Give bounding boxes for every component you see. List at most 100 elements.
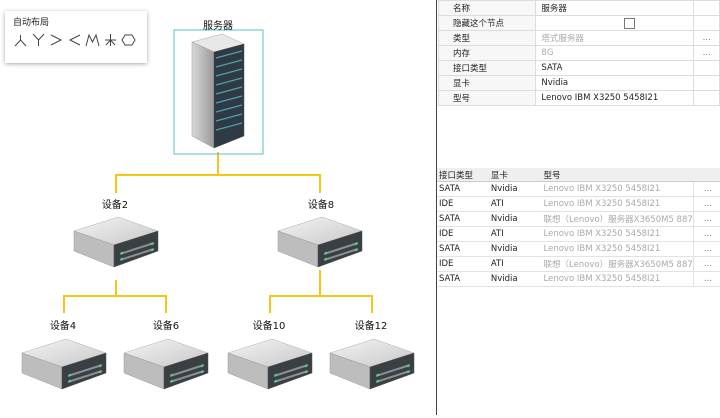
link-device2-device6 <box>116 295 167 313</box>
grid-ellipsis-button[interactable]: ... <box>692 211 720 227</box>
layout-circle-icon[interactable] <box>121 33 136 47</box>
server-box-icon-device2[interactable] <box>73 216 159 268</box>
grid-cell-model[interactable]: 联想（Lenovo）服务器X3650M5 887 <box>541 211 694 227</box>
property-checkbox-cell[interactable] <box>535 15 695 31</box>
property-value[interactable]: Lenovo IBM X3250 5458I21 <box>535 90 695 106</box>
grid-ellipsis-button[interactable]: ... <box>692 256 720 272</box>
link-server-device2 <box>115 152 219 193</box>
property-key: 名称 <box>437 0 537 16</box>
grid-header-gpu[interactable]: 显卡 <box>488 168 542 182</box>
grid-cell-gpu[interactable]: Nvidia <box>488 241 542 257</box>
grid-cell-gpu[interactable]: Nvidia <box>488 181 542 197</box>
rack-front <box>213 43 245 149</box>
grid-cell-interface[interactable]: SATA <box>437 241 489 257</box>
layout-tree-up-icon[interactable] <box>31 33 46 47</box>
server-box-icon-device8[interactable] <box>277 216 363 268</box>
drive-bay <box>67 364 103 377</box>
grid-cell-gpu[interactable]: ATI <box>488 256 542 272</box>
grid-cell-model[interactable]: 联想（Lenovo）服务器X3650M5 887 <box>541 256 694 272</box>
property-ellipsis-button[interactable]: ... <box>693 30 720 46</box>
server-box-icon-device12[interactable] <box>329 338 415 390</box>
status-led <box>354 248 358 252</box>
server-box-icon-device4[interactable] <box>21 338 107 390</box>
status-led <box>170 373 174 377</box>
property-empty-cell <box>693 90 720 106</box>
drive-bay <box>67 370 103 383</box>
grid-cell-model[interactable]: Lenovo IBM X3250 5458I21 <box>541 196 694 212</box>
grid-cell-gpu[interactable]: ATI <box>488 226 542 242</box>
property-ellipsis-button[interactable]: ... <box>693 45 720 61</box>
hide-node-checkbox[interactable] <box>624 17 636 29</box>
grid-cell-model[interactable]: Lenovo IBM X3250 5458I21 <box>541 241 694 257</box>
drive-bay <box>375 364 411 377</box>
grid-cell-interface[interactable]: SATA <box>437 211 489 227</box>
rack-slot <box>215 104 243 113</box>
layout-hierarchical-icon[interactable] <box>85 33 100 47</box>
grid-cell-interface[interactable]: IDE <box>437 226 489 242</box>
property-value[interactable]: SATA <box>535 60 695 76</box>
rack-slot <box>215 86 243 95</box>
property-key: 隐藏这个节点 <box>437 15 537 31</box>
grid-cell-gpu[interactable]: Nvidia <box>488 271 542 287</box>
grid-cell-interface[interactable]: SATA <box>437 181 489 197</box>
status-led <box>98 364 102 368</box>
grid-cell-interface[interactable]: SATA <box>437 271 489 287</box>
server-rack-icon[interactable] <box>173 29 264 155</box>
property-empty-cell <box>693 60 720 76</box>
status-led <box>98 370 102 374</box>
status-led <box>304 370 308 374</box>
layout-tree-down-icon[interactable] <box>13 33 28 47</box>
grid-ellipsis-button[interactable]: ... <box>692 271 720 287</box>
node-label-device-4: 设备4 <box>49 321 77 332</box>
grid-cell-gpu[interactable]: ATI <box>488 196 542 212</box>
status-led <box>354 242 358 246</box>
grid-cell-gpu[interactable]: Nvidia <box>488 211 542 227</box>
status-led <box>200 370 204 374</box>
layout-tree-right-icon[interactable] <box>49 33 64 47</box>
property-key: 接口类型 <box>437 60 537 76</box>
status-led <box>406 364 410 368</box>
property-empty-cell <box>693 15 720 31</box>
status-led <box>376 379 380 383</box>
node-label-device-10: 设备10 <box>252 321 286 332</box>
grid-cell-model[interactable]: Lenovo IBM X3250 5458I21 <box>541 271 694 287</box>
property-row: 类型塔式服务器... <box>437 30 720 46</box>
layout-tree-left-icon[interactable] <box>67 33 82 47</box>
grid-ellipsis-button[interactable]: ... <box>692 226 720 242</box>
rack-slot <box>215 95 243 104</box>
grid-header-extra <box>693 168 720 182</box>
layout-radial-icon[interactable] <box>103 33 118 47</box>
property-key: 类型 <box>437 30 537 46</box>
status-led <box>68 373 72 377</box>
property-value[interactable]: 塔式服务器 <box>535 30 695 46</box>
grid-header-interface[interactable]: 接口类型 <box>437 168 489 182</box>
grid-cell-interface[interactable]: IDE <box>437 256 489 272</box>
status-led <box>120 257 124 261</box>
server-box-icon-device10[interactable] <box>227 338 313 390</box>
grid-ellipsis-button[interactable]: ... <box>692 196 720 212</box>
property-value[interactable]: 8G <box>535 45 695 61</box>
property-value[interactable]: Nvidia <box>535 75 695 91</box>
grid-cell-interface[interactable]: IDE <box>437 196 489 212</box>
grid-cell-model[interactable]: Lenovo IBM X3250 5458I21 <box>541 181 694 197</box>
status-led <box>274 379 278 383</box>
grid-ellipsis-button[interactable]: ... <box>692 241 720 257</box>
topology-canvas[interactable]: 服务器 设备2 设备8 设备4 设备6 设备10 设备12 自动布局 <box>0 0 436 415</box>
property-value[interactable]: 服务器 <box>535 0 695 16</box>
property-key: 显卡 <box>437 75 537 91</box>
rack-slot <box>215 50 243 59</box>
grid-ellipsis-button[interactable]: ... <box>692 181 720 197</box>
panel-splitter[interactable] <box>436 0 437 415</box>
server-box-icon-device6[interactable] <box>123 338 209 390</box>
grid-cell-model[interactable]: Lenovo IBM X3250 5458I21 <box>541 226 694 242</box>
grid-header-model[interactable]: 型号 <box>541 168 694 182</box>
